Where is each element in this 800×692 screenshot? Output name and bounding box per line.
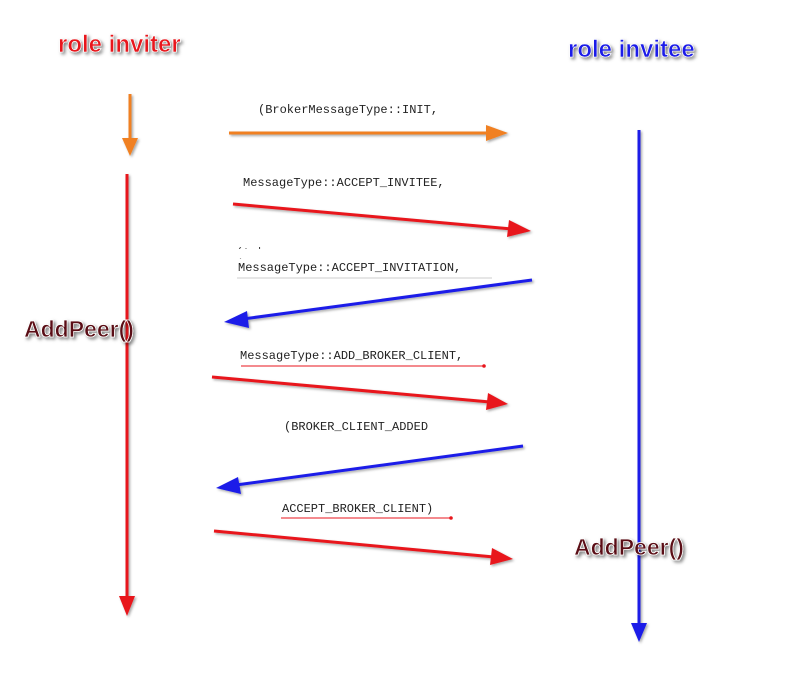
message-accept-invitee-arrow <box>232 202 531 237</box>
invitee-lifeline <box>631 130 647 642</box>
role-inviter-title: role inviter <box>58 31 181 58</box>
message-init-label: (BrokerMessageType::INIT, <box>258 103 438 117</box>
message-accept-invitation-arrow <box>224 278 533 328</box>
message-init-arrow <box>229 125 508 141</box>
message-add-broker-client-arrow <box>211 375 508 410</box>
message-broker-client-added-arrow <box>216 444 524 494</box>
message-add-broker-client-label: MessageType::ADD_BROKER_CLIENT, <box>240 349 463 363</box>
message-accept-invitee-label: MessageType::ACCEPT_INVITEE, <box>243 176 445 190</box>
role-invitee-title: role invitee <box>568 36 695 63</box>
inviter-add-peer-label: AddPeer() <box>24 316 134 342</box>
message-broker-client-added-label: (BROKER_CLIENT_ADDED <box>284 420 428 434</box>
inviter-lifeline <box>119 174 135 616</box>
message-accept-broker-client-label: ACCEPT_BROKER_CLIENT) <box>282 502 433 516</box>
message-accept-broker-client-arrow <box>213 529 513 565</box>
message-accept-invitation-label: MessageType::ACCEPT_INVITATION, <box>238 261 461 275</box>
invitee-add-peer-label: AddPeer() <box>574 534 684 560</box>
inviter-start-arrow <box>122 94 138 156</box>
